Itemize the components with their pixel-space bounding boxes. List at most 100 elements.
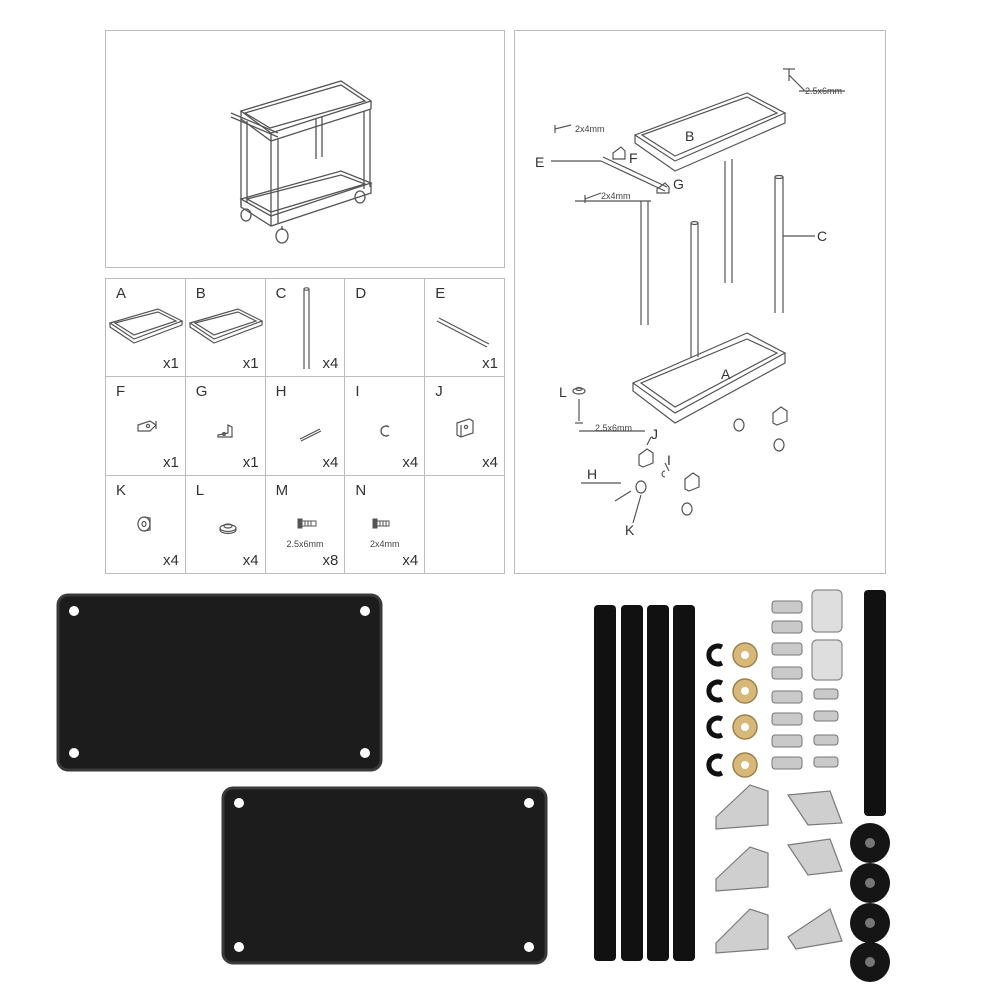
part-cell-a: A x1 <box>106 279 186 378</box>
bottom-tray-a <box>631 332 787 414</box>
black-plate-1 <box>56 593 383 772</box>
part-cell-k: K x4 <box>106 475 186 574</box>
screw-size-bottom: 2.5x6mm <box>595 423 632 433</box>
part-qty: x8 <box>322 552 339 569</box>
top-tray-b <box>633 92 787 162</box>
part-letter: C <box>275 285 287 302</box>
part-letter: M <box>275 481 289 499</box>
part-qty: x1 <box>242 355 259 373</box>
rod-icon <box>302 287 310 369</box>
part-letter: A <box>116 285 127 302</box>
part-qty: x4 <box>402 453 419 471</box>
bottom-screw-icon <box>575 399 583 424</box>
screw-size-label: 2x4mm <box>370 539 400 549</box>
washer-icon <box>219 523 237 534</box>
label-c: C <box>817 228 827 244</box>
part-letter: L <box>195 481 205 499</box>
part-cell-c: C x4 <box>265 279 346 378</box>
part-letter: G <box>195 383 208 401</box>
part-qty: x4 <box>402 552 419 569</box>
tray-icon <box>188 308 264 344</box>
label-i: I <box>667 452 671 468</box>
part-qty: x1 <box>162 355 179 373</box>
label-g: G <box>673 176 684 192</box>
part-letter: B <box>195 285 206 302</box>
clip-icon <box>380 425 390 438</box>
part-cell-j: J x4 <box>425 377 505 476</box>
label-k: K <box>625 522 635 538</box>
handle-bar-icon <box>436 317 490 348</box>
part-qty: x4 <box>322 453 339 471</box>
part-qty: x1 <box>242 453 259 471</box>
parts-list-grid: A x1 B x1 C x4 D E x1 F x1 G x1 H x4 I x… <box>105 278 505 574</box>
top-screw-icon <box>783 68 806 92</box>
bracket-g <box>656 182 670 194</box>
label-a: A <box>721 366 731 382</box>
clip-i <box>661 470 666 478</box>
part-cell-l: L x4 <box>185 475 266 574</box>
black-plate-2 <box>221 786 548 965</box>
label-j: J <box>651 426 658 442</box>
part-qty: x4 <box>242 552 259 569</box>
label-l: L <box>559 384 567 400</box>
part-letter: H <box>275 383 287 401</box>
part-cell-h: H x4 <box>265 377 346 476</box>
screw-size-top: 2.5x6mm <box>805 86 842 96</box>
bracket-f <box>612 146 626 160</box>
part-cell-d: D <box>345 279 426 378</box>
part-letter: N <box>355 481 367 499</box>
screw-size-g: 2x4mm <box>601 191 631 201</box>
pin-h <box>614 490 632 502</box>
screw-icon <box>297 518 317 529</box>
part-cell-empty <box>425 475 505 574</box>
label-e: E <box>535 154 544 170</box>
screw-icon <box>372 518 390 529</box>
exploded-assembly-drawing: B C E F G A L J H I K 2.5x6mm 2x4mm 2x4m… <box>535 68 845 538</box>
part-cell-i: I x4 <box>345 377 426 476</box>
part-qty: x1 <box>482 355 498 373</box>
part-cell-g: G x1 <box>185 377 266 476</box>
exploded-assembly-panel: B C E F G A L J H I K 2.5x6mm 2x4mm 2x4m… <box>514 30 886 574</box>
wheel-mount-j <box>638 448 654 468</box>
wheel-icon <box>137 516 151 532</box>
rod-c <box>640 159 784 357</box>
e-clips <box>706 643 724 777</box>
f-screw-icon <box>554 124 572 133</box>
black-rods <box>594 590 886 961</box>
brass-washers <box>732 642 758 778</box>
screw-size-f: 2x4mm <box>575 124 605 134</box>
part-cell-m: M 2.5x6mm x8 <box>265 475 346 574</box>
part-letter: K <box>116 481 127 499</box>
assembled-cart-panel <box>105 30 505 268</box>
part-cell-n: N 2x4mm x4 <box>345 475 426 574</box>
bracket-icon <box>137 420 157 432</box>
pin-icon <box>299 428 321 442</box>
wheel-mount-icon <box>456 418 474 438</box>
part-letter: I <box>355 383 360 401</box>
label-h: H <box>587 466 597 482</box>
part-cell-e: E x1 <box>425 279 505 378</box>
metal-brackets <box>715 784 843 954</box>
part-letter: E <box>435 285 446 302</box>
wheel-k <box>635 480 647 494</box>
label-b: B <box>685 128 694 144</box>
assembled-cart-drawing <box>230 80 373 244</box>
part-cell-f: F x1 <box>106 377 186 476</box>
product-photo <box>56 589 890 982</box>
part-qty: x4 <box>482 453 498 471</box>
part-letter: J <box>435 383 443 401</box>
part-cell-b: B x1 <box>185 279 266 378</box>
handle-bar-e <box>600 160 666 192</box>
black-wheels <box>850 823 890 982</box>
part-qty: x4 <box>162 552 179 569</box>
part-letter: F <box>116 383 126 401</box>
screw-size-label: 2.5x6mm <box>286 539 324 549</box>
bracket-icon <box>217 424 233 438</box>
part-qty: x1 <box>162 453 179 471</box>
label-f: F <box>629 150 638 166</box>
silver-screws <box>771 600 839 770</box>
part-letter: D <box>355 285 367 302</box>
part-qty: x4 <box>322 355 339 373</box>
g-screw-icon <box>584 192 602 203</box>
silver-spacers <box>811 589 843 681</box>
